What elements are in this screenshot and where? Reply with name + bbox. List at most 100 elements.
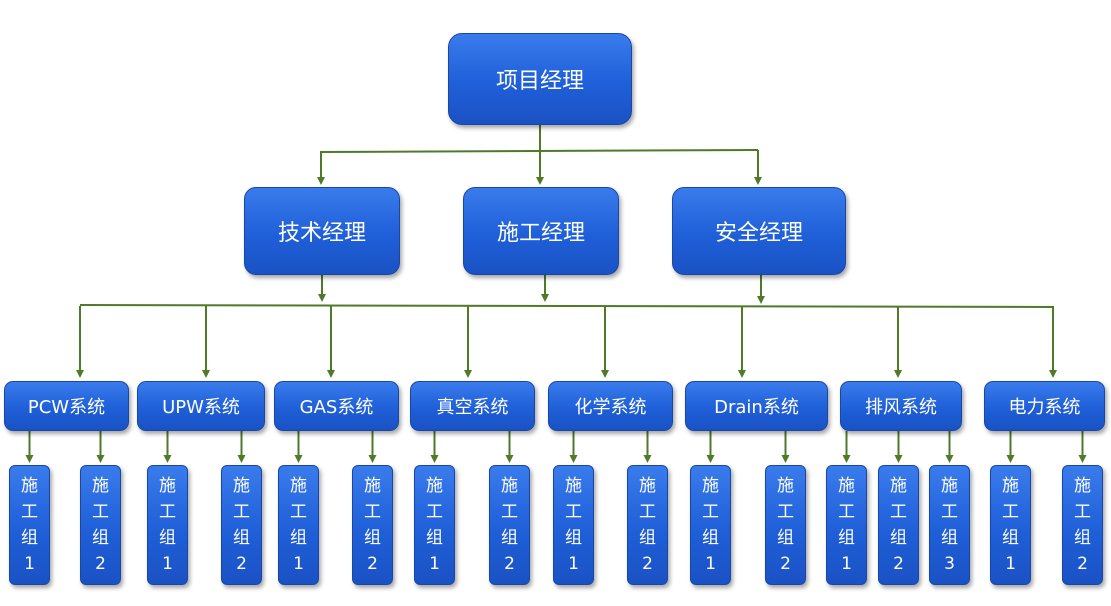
work-group-label-char: 工 [1002, 502, 1019, 522]
work-group-label-char: 施 [501, 476, 518, 496]
work-group-label-char: 组 [777, 528, 794, 548]
work-group-label-char: 组 [233, 528, 250, 548]
work-group-node: 施工组 1 [990, 465, 1031, 585]
work-group-label-char: 1 [1005, 554, 1016, 574]
work-group-label-char: 工 [639, 502, 656, 522]
work-group-label-char: 施 [290, 476, 307, 496]
work-group-label-char: 组 [565, 528, 582, 548]
work-group-label-char: 施 [159, 476, 176, 496]
work-group-label-char: 2 [893, 554, 904, 574]
work-group-label-char: 施 [1074, 476, 1091, 496]
work-group-label-char: 2 [1077, 554, 1088, 574]
work-group-label-char: 组 [838, 528, 855, 548]
work-group-label-char: 1 [705, 554, 716, 574]
work-group-label-char: 1 [162, 554, 173, 574]
system-label: 真空系统 [436, 397, 509, 418]
work-group-node: 施工组 2 [1062, 465, 1103, 585]
work-group-label-char: 组 [941, 528, 958, 548]
work-group-label-char: 工 [233, 502, 250, 522]
work-group-node: 施工组 2 [352, 465, 393, 585]
system-node: PCW系统 [4, 381, 129, 431]
work-group-label-char: 工 [838, 502, 855, 522]
work-group-label-char: 工 [777, 502, 794, 522]
work-group-label-char: 工 [290, 502, 307, 522]
work-group-label-char: 施 [364, 476, 381, 496]
system-label: 排风系统 [865, 397, 937, 418]
work-group-node: 施工组 1 [9, 465, 50, 585]
work-group-label-char: 2 [504, 554, 515, 574]
work-group-label-char: 施 [21, 476, 38, 496]
work-group-label-char: 施 [890, 476, 907, 496]
work-group-label-char: 施 [565, 476, 582, 496]
system-node: 真空系统 [410, 381, 535, 431]
work-group-label-char: 1 [429, 554, 440, 574]
manager-bus-line [319, 149, 759, 153]
construction-manager-node: 施工经理 [463, 187, 619, 275]
work-group-label-char: 组 [1074, 528, 1091, 548]
work-group-label-char: 工 [92, 502, 109, 522]
work-group-label-char: 施 [941, 476, 958, 496]
work-group-label-char: 工 [1074, 502, 1091, 522]
system-label: UPW系统 [162, 397, 240, 418]
work-group-label-char: 施 [92, 476, 109, 496]
work-group-label-char: 施 [702, 476, 719, 496]
work-group-node: 施工组 1 [553, 465, 594, 585]
work-group-label-char: 施 [777, 476, 794, 496]
system-label: Drain系统 [714, 397, 799, 418]
construction-manager-label: 施工经理 [496, 221, 585, 246]
work-group-node: 施工组 2 [489, 465, 530, 585]
work-group-label-char: 组 [639, 528, 656, 548]
work-group-label-char: 2 [236, 554, 247, 574]
technical-manager-node: 技术经理 [244, 187, 400, 275]
work-group-label-char: 2 [367, 554, 378, 574]
work-group-label-char: 工 [426, 502, 443, 522]
work-group-label-char: 1 [568, 554, 579, 574]
system-bus-line [79, 304, 1054, 308]
system-node: 化学系统 [548, 381, 673, 431]
work-group-label-char: 组 [21, 528, 38, 548]
work-group-label-char: 施 [639, 476, 656, 496]
system-label: 化学系统 [574, 397, 647, 418]
work-group-label-char: 施 [233, 476, 250, 496]
work-group-label-char: 工 [941, 502, 958, 522]
system-label: GAS系统 [299, 397, 374, 418]
project-manager-label: 项目经理 [495, 69, 584, 94]
safety-manager-label: 安全经理 [714, 221, 803, 246]
work-group-label-char: 工 [364, 502, 381, 522]
work-group-label-char: 工 [890, 502, 907, 522]
system-node: GAS系统 [274, 381, 399, 431]
work-group-label-char: 组 [501, 528, 518, 548]
work-group-node: 施工组 2 [221, 465, 262, 585]
work-group-label-char: 工 [21, 502, 38, 522]
work-group-label-char: 2 [780, 554, 791, 574]
system-node: 电力系统 [984, 381, 1105, 431]
system-node: Drain系统 [685, 381, 828, 431]
work-group-label-char: 工 [501, 502, 518, 522]
work-group-label-char: 组 [92, 528, 109, 548]
work-group-label-char: 工 [565, 502, 582, 522]
work-group-node: 施工组 2 [878, 465, 919, 585]
project-manager-node: 项目经理 [448, 33, 632, 125]
work-group-label-char: 施 [838, 476, 855, 496]
system-node: 排风系统 [840, 381, 962, 431]
system-label: 电力系统 [1008, 397, 1081, 418]
work-group-label-char: 1 [24, 554, 35, 574]
system-node: UPW系统 [137, 381, 265, 431]
work-group-label-char: 组 [364, 528, 381, 548]
work-group-label-char: 施 [1002, 476, 1019, 496]
work-group-label-char: 组 [1002, 528, 1019, 548]
work-group-label-char: 组 [702, 528, 719, 548]
work-group-label-char: 施 [426, 476, 443, 496]
safety-manager-node: 安全经理 [672, 187, 846, 275]
work-group-label-char: 组 [426, 528, 443, 548]
work-group-label-char: 组 [890, 528, 907, 548]
